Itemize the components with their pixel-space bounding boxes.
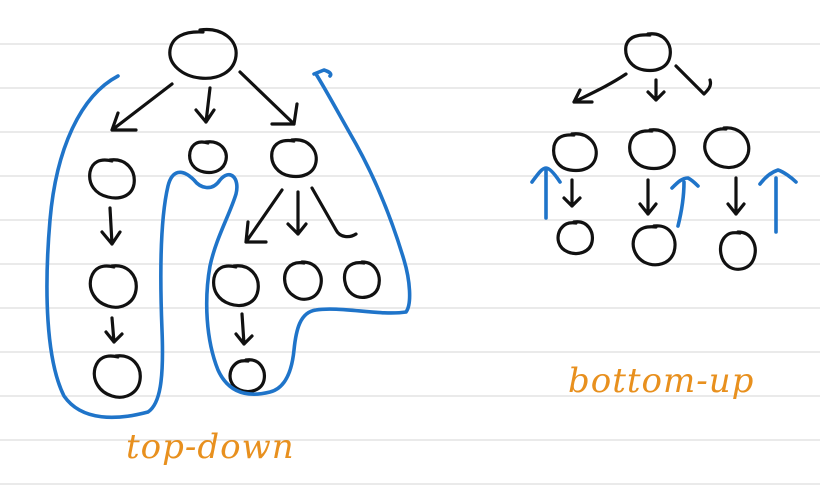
top-down-root-node [168, 28, 238, 80]
bottom-up-edge-right [726, 176, 746, 216]
bottom-up-node-right-1 [703, 126, 751, 170]
top-down-edge-left-1-2 [100, 206, 122, 246]
bottom-up-edge-root-left [572, 72, 628, 104]
bottom-up-root-node [624, 32, 672, 73]
top-down-edge-right-1-middle [286, 190, 308, 236]
top-down-node-right-2c [342, 260, 381, 299]
ruled-lines [0, 43, 820, 485]
bottom-up-label: bottom-up [568, 361, 754, 401]
top-down-traversal-outline [45, 68, 412, 420]
top-down-node-right-2b [283, 260, 323, 301]
top-down-edge-right-1-right [310, 186, 358, 239]
top-down-node-right-1 [270, 138, 318, 179]
bottom-up-edge-root-middle [646, 78, 666, 102]
bottom-up-leaf-right [718, 230, 757, 271]
bottom-up-arrow-right [758, 168, 798, 234]
bottom-up-edge-root-right [674, 64, 713, 96]
top-down-node-left-2 [88, 264, 138, 309]
top-down-edge-root-right [238, 70, 299, 126]
top-down-node-right-2a [212, 264, 260, 308]
bottom-up-edge-middle [638, 178, 658, 216]
top-down-label: top-down [126, 427, 295, 467]
top-down-node-left-3 [92, 354, 142, 399]
bottom-up-arrow-middle [670, 176, 700, 228]
top-down-node-right-3 [228, 358, 266, 394]
bottom-up-node-left-1 [552, 132, 598, 173]
bottom-up-leaf-left [556, 220, 594, 256]
top-down-edge-left-2-3 [104, 316, 124, 344]
top-down-tree [45, 28, 412, 420]
bottom-up-edge-left [562, 178, 582, 208]
top-down-edge-right-1-left [244, 188, 284, 244]
top-down-node-left-1 [88, 158, 136, 200]
bottom-up-node-middle-1 [628, 128, 676, 171]
top-down-edge-root-left [110, 82, 174, 132]
bottom-up-tree [530, 32, 798, 271]
top-down-edge-root-middle [194, 86, 216, 124]
bottom-up-leaf-middle [631, 224, 677, 267]
bottom-up-arrow-left [530, 166, 562, 220]
top-down-node-middle-1 [188, 140, 228, 175]
top-down-edge-right-2a-3 [234, 312, 254, 346]
